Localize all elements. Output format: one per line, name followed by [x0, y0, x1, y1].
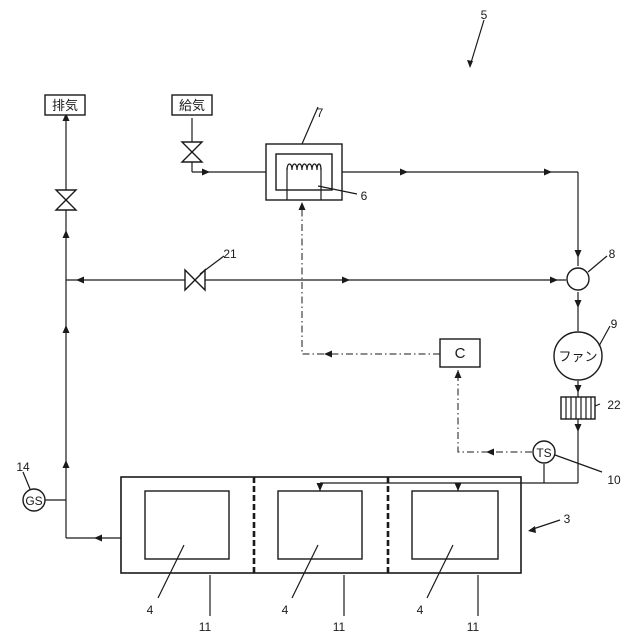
controller-label: C — [455, 345, 466, 362]
ref-4-c: 4 — [417, 603, 424, 617]
arrow-right-icon — [550, 277, 558, 284]
ref-11-c: 11 — [467, 620, 480, 634]
arrow-down-icon — [317, 483, 324, 491]
chamber — [121, 477, 521, 573]
ref-6: 6 — [361, 189, 368, 203]
tray — [145, 491, 229, 559]
arrow-down-icon — [575, 250, 582, 258]
ref-9: 9 — [611, 317, 618, 331]
exhaust-label: 排気 — [52, 98, 78, 114]
arrow-right-icon — [544, 169, 552, 176]
arrow-left-icon — [486, 449, 494, 456]
arrow-left-icon — [76, 277, 84, 284]
ref-8: 8 — [609, 247, 616, 261]
arrow-up-icon — [63, 230, 70, 238]
exhaust-valve — [56, 190, 76, 210]
arrow-left-icon — [94, 535, 102, 542]
heater-outlet-line — [342, 172, 578, 266]
signal-line-sensor-to-controller — [458, 370, 532, 452]
arrow-down-icon — [575, 300, 582, 308]
supply-line — [192, 118, 266, 172]
ref-14: 14 — [16, 460, 30, 474]
tray — [412, 491, 498, 559]
ref-5: 5 — [481, 8, 488, 22]
filter-unit — [561, 397, 595, 419]
exhaust-label-box: 排気 — [45, 95, 85, 115]
temp-sensor-label: TS — [536, 446, 551, 460]
fan: ファン — [554, 332, 602, 380]
ref-4-a: 4 — [147, 603, 154, 617]
temperature-sensor: TS — [533, 441, 555, 463]
arrow-left-icon — [324, 351, 332, 358]
supply-label: 給気 — [179, 98, 205, 114]
arrow-right-icon — [202, 169, 210, 176]
arrow-up-icon — [63, 460, 70, 468]
supply-valve — [182, 142, 202, 162]
tray — [278, 491, 362, 559]
arrow-up-icon — [63, 325, 70, 333]
exhaust-line — [43, 118, 121, 538]
ref-7: 7 — [317, 106, 324, 120]
arrow-up-icon — [299, 202, 306, 210]
ref-4-b: 4 — [282, 603, 289, 617]
arrow-down-icon — [575, 385, 582, 393]
damper — [567, 268, 589, 290]
ref-11-a: 11 — [199, 620, 212, 634]
arrow-down-icon — [575, 424, 582, 432]
supply-label-box: 給気 — [172, 95, 212, 115]
ref-21: 21 — [223, 247, 237, 261]
gas-sensor: GS — [23, 489, 45, 511]
arrow-right-icon — [400, 169, 408, 176]
ref-22: 22 — [607, 398, 621, 412]
ref-3: 3 — [564, 512, 571, 526]
arrow-up-icon — [455, 370, 462, 378]
arrow-right-icon — [342, 277, 350, 284]
arrow-down-icon — [455, 483, 462, 491]
signal-line-controller-to-heater — [302, 202, 440, 354]
ref-10: 10 — [607, 473, 621, 487]
ref-11-b: 11 — [333, 620, 346, 634]
controller: C — [440, 339, 480, 367]
fan-label: ファン — [558, 350, 597, 365]
gas-sensor-label: GS — [25, 494, 42, 508]
heater-unit — [266, 144, 342, 200]
